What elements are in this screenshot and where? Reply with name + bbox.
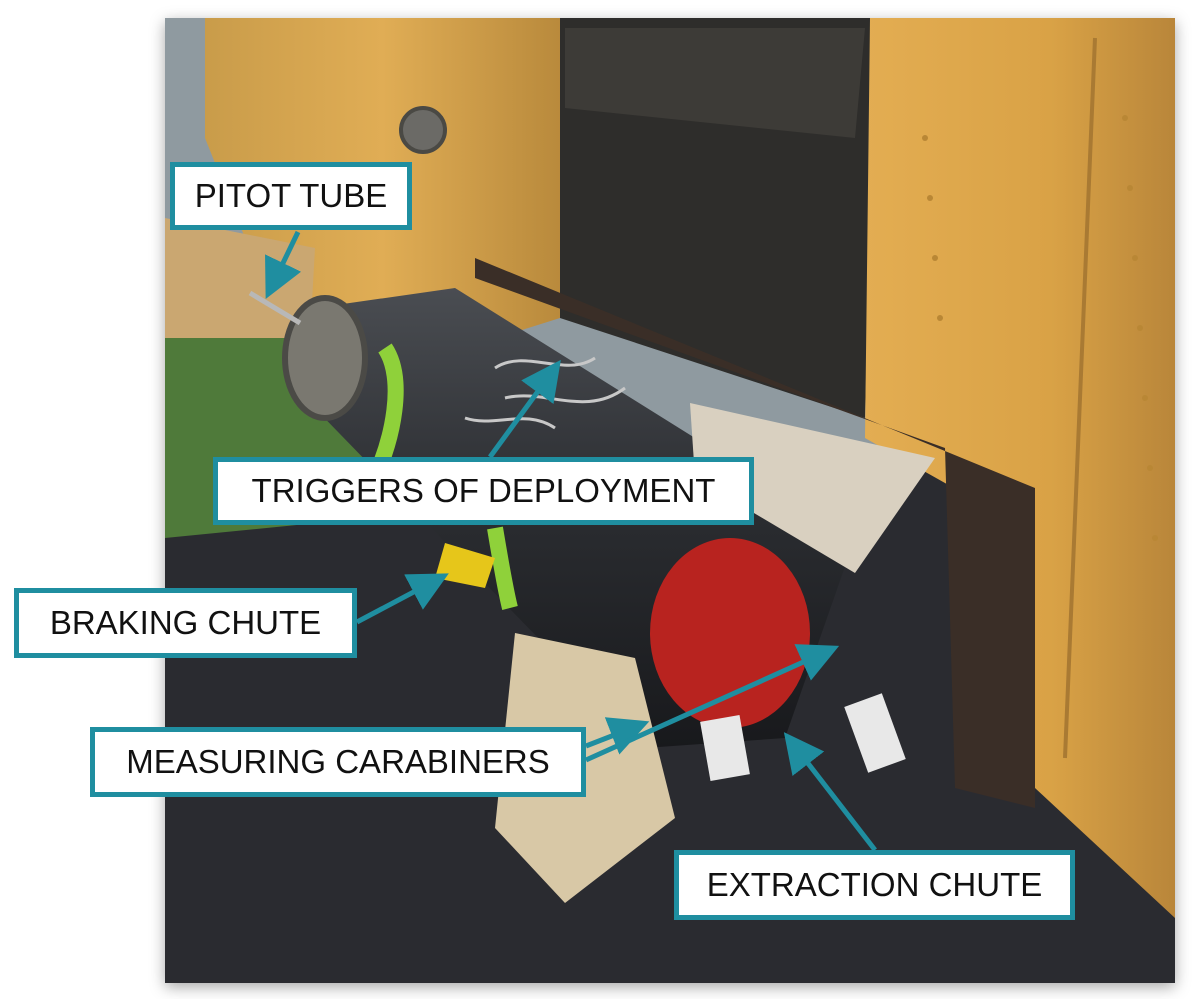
carabiner-tape-right (844, 693, 906, 773)
rivets (922, 115, 1158, 541)
fuselage-port (399, 106, 447, 154)
red-chute (650, 538, 810, 728)
callout-pitot-tube-text: PITOT TUBE (194, 177, 388, 214)
tube-nose (282, 295, 368, 421)
callout-pitot-tube: PITOT TUBE (170, 162, 412, 230)
callout-measuring-carabiners: MEASURING CARABINERS (90, 727, 586, 797)
interior-shadow (565, 28, 865, 138)
arrow-triggers (487, 359, 561, 459)
braking-chute-bag (435, 543, 495, 588)
panel-seam (1063, 37, 1097, 759)
pitot-tube (248, 290, 302, 326)
fuselage-right (865, 18, 1175, 918)
arrow-carabiners-1 (585, 717, 650, 755)
callout-triggers-text: TRIGGERS OF DEPLOYMENT (251, 472, 716, 509)
callout-measuring-carabiners-text: MEASURING CARABINERS (126, 743, 550, 780)
arrow-braking (355, 573, 449, 625)
fin-top (690, 403, 935, 573)
callout-braking-chute: BRAKING CHUTE (14, 588, 357, 658)
callout-extraction-chute: EXTRACTION CHUTE (674, 850, 1075, 920)
carabiner-tape-left (700, 714, 750, 782)
launch-rail (475, 258, 1035, 808)
callout-extraction-chute-text: EXTRACTION CHUTE (706, 866, 1043, 903)
green-strap-2 (487, 526, 518, 610)
arrow-carabiners-2 (584, 644, 840, 763)
arrow-extraction (783, 732, 877, 852)
callout-braking-chute-text: BRAKING CHUTE (49, 604, 322, 641)
arrow-pitot (265, 230, 302, 300)
callout-triggers-of-deployment: TRIGGERS OF DEPLOYMENT (213, 457, 754, 525)
